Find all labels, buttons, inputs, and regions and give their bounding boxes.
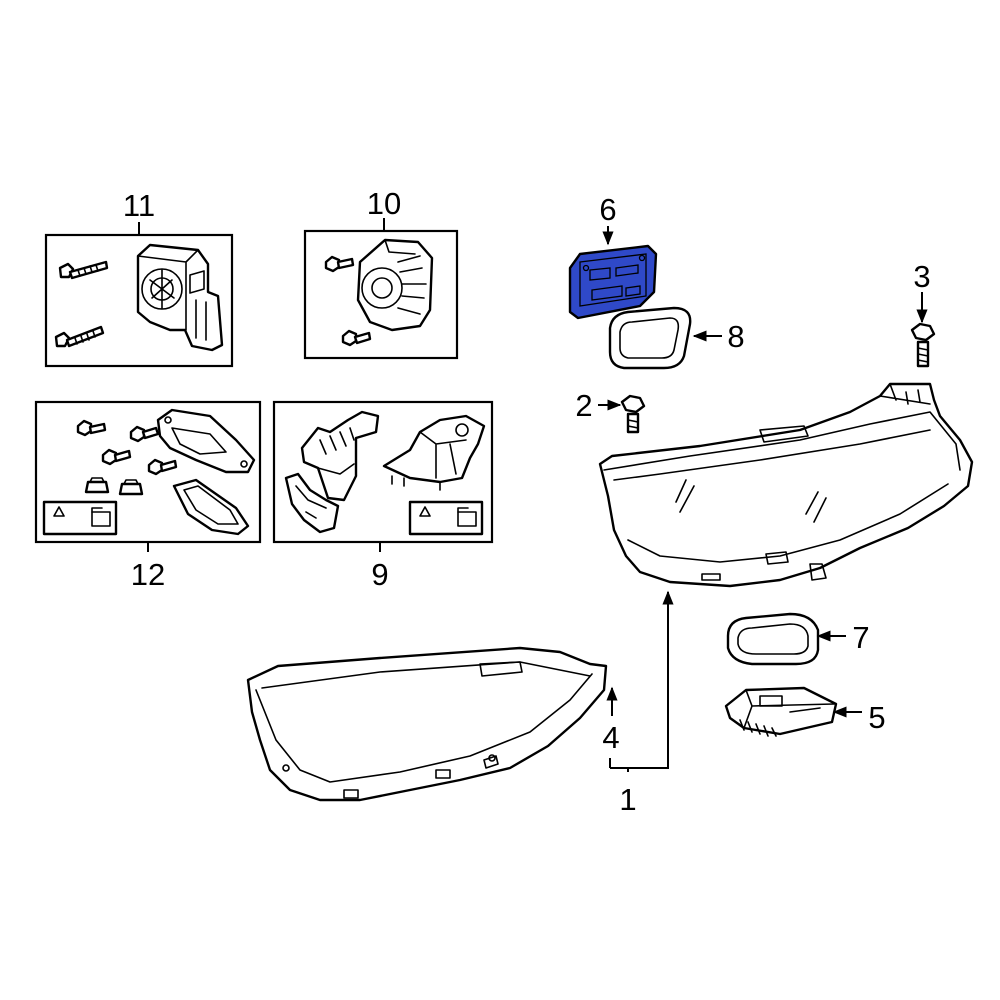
callout-2: 2	[575, 388, 592, 423]
warning-label-icon	[42, 500, 118, 536]
lens-cover-part-4[interactable]	[246, 646, 608, 802]
kit-box-12[interactable]	[34, 400, 262, 552]
screw-icon	[76, 419, 107, 437]
headlamp-assembly-part-1[interactable]	[598, 382, 974, 588]
callout-12: 12	[131, 557, 165, 592]
screw-icon	[324, 255, 355, 273]
screw-icon	[101, 448, 132, 466]
callout-9: 9	[371, 557, 388, 592]
callout-7: 7	[852, 620, 869, 655]
callout-4: 4	[602, 720, 619, 755]
bolt-part-3[interactable]	[910, 322, 936, 368]
fan-actuator-icon	[136, 243, 224, 352]
screw-icon	[341, 329, 372, 347]
motor-actuator-icon	[356, 238, 434, 332]
bolt-part-2[interactable]	[620, 394, 646, 434]
callout-3: 3	[913, 259, 930, 294]
callout-11: 11	[123, 188, 155, 223]
callout-1: 1	[619, 782, 636, 817]
callout-6: 6	[599, 192, 616, 227]
clip-nut-icon	[84, 477, 110, 494]
mounting-bracket-icon	[382, 414, 486, 491]
kit-box-9[interactable]	[272, 400, 494, 552]
bracket-plate-icon	[156, 408, 256, 474]
mounting-bracket-icon	[284, 410, 380, 534]
callout-10: 10	[367, 186, 401, 221]
callout-8: 8	[727, 319, 744, 354]
gasket-icon	[172, 478, 250, 536]
control-module-cover-highlighted[interactable]	[568, 244, 658, 320]
kit-box-11[interactable]	[44, 222, 234, 368]
gasket-part-8[interactable]	[608, 306, 692, 370]
control-module-part-5[interactable]	[724, 686, 838, 737]
callout-5: 5	[868, 700, 885, 735]
screw-icon	[54, 325, 105, 348]
warning-label-icon	[408, 500, 484, 536]
clip-nut-icon	[118, 479, 144, 496]
kit-box-10[interactable]	[303, 218, 459, 360]
screw-icon	[58, 260, 109, 280]
screw-icon	[129, 425, 160, 443]
screw-icon	[147, 458, 178, 476]
gasket-part-7[interactable]	[726, 612, 820, 666]
